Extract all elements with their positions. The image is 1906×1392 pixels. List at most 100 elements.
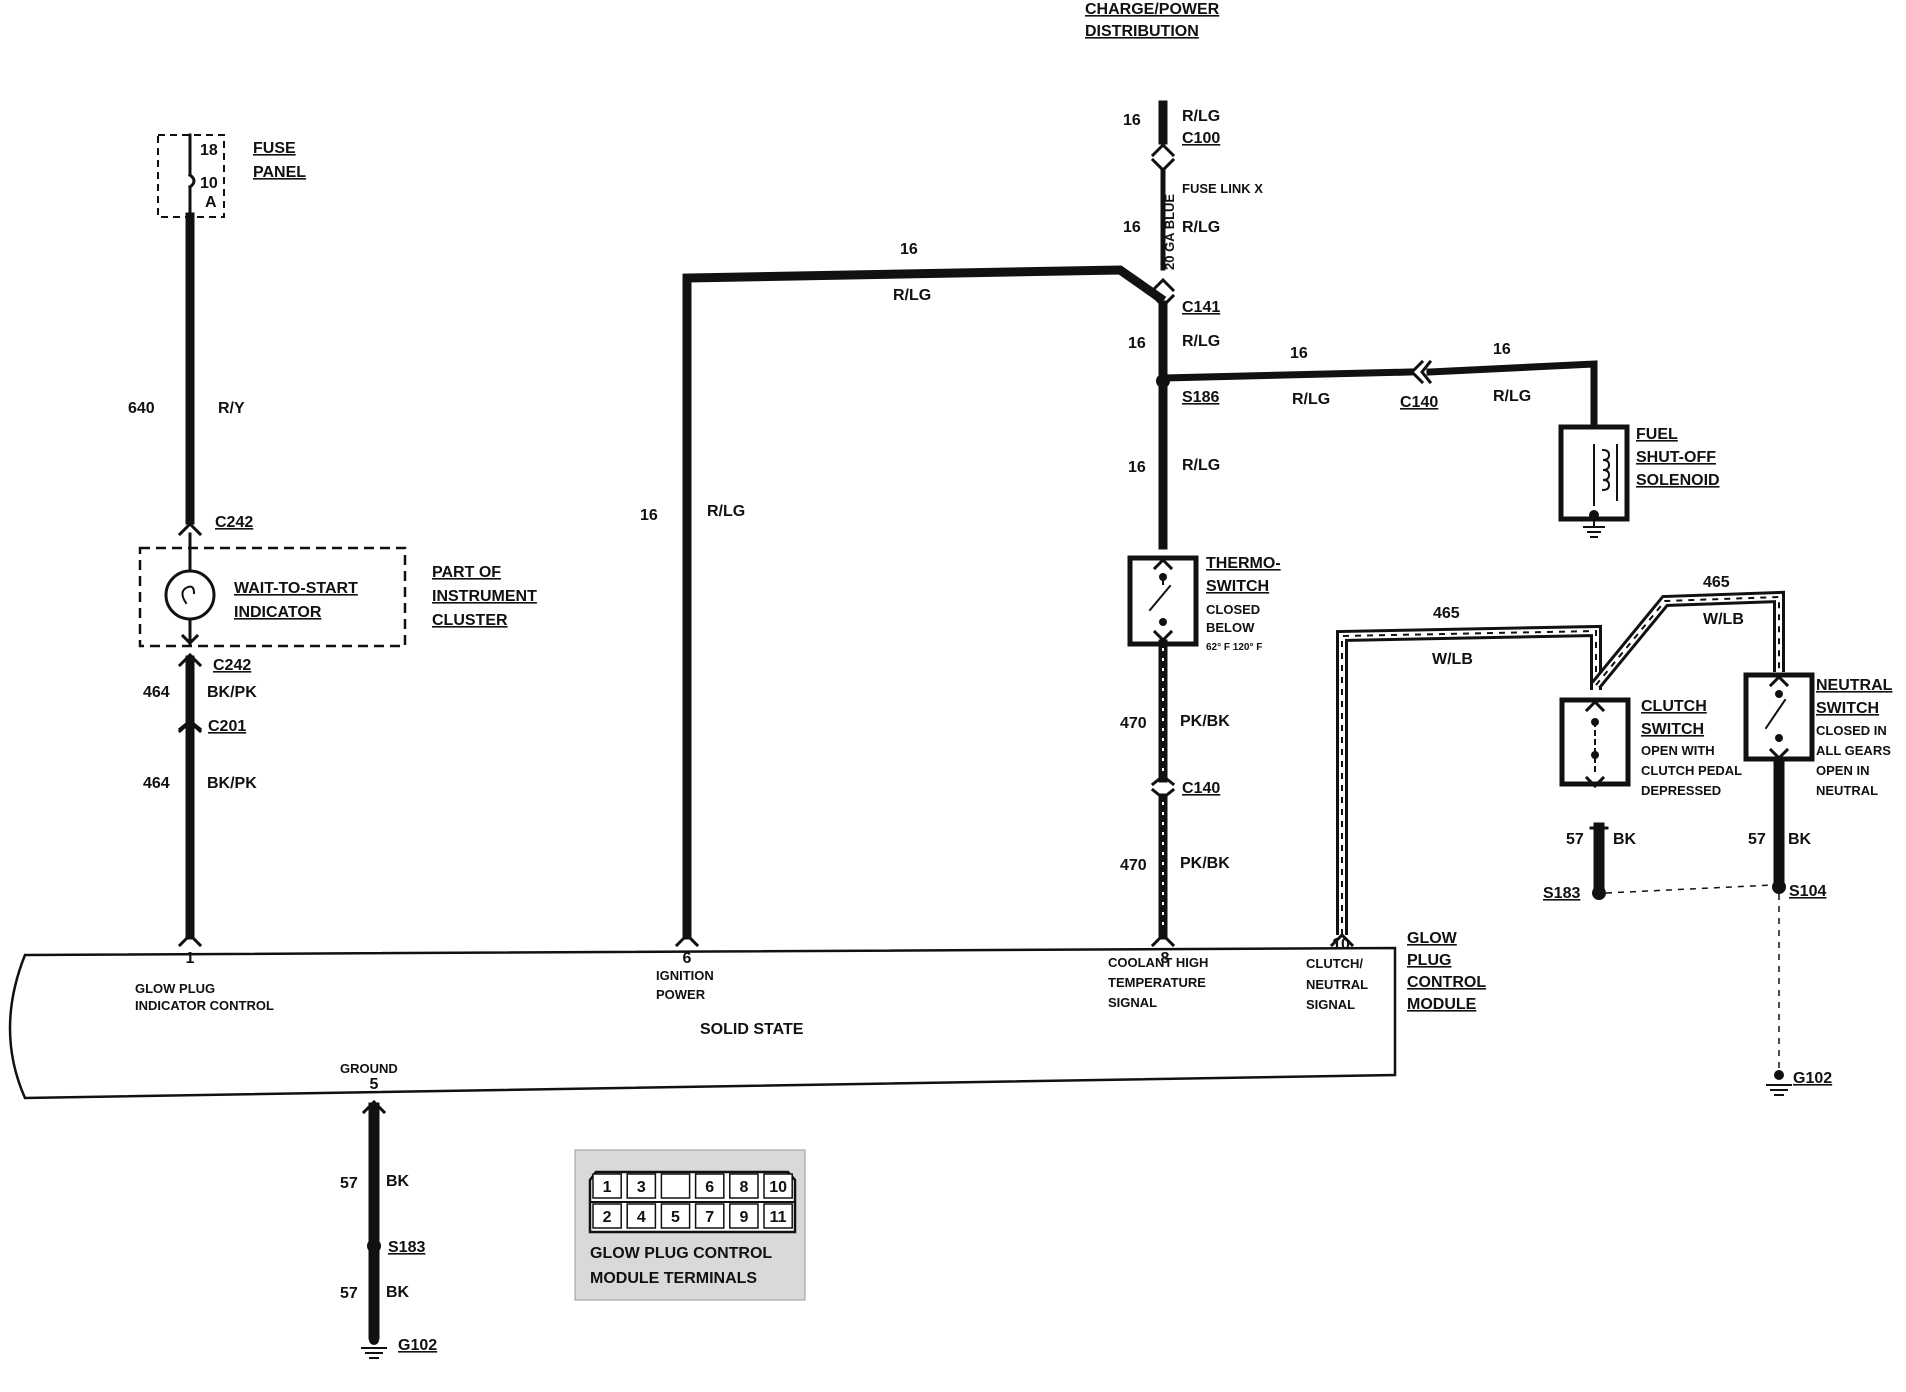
fuse-rating: 10	[200, 175, 218, 192]
t10-line2: NEUTRAL	[1306, 977, 1368, 992]
ignition-side-gauge: 16	[640, 507, 658, 524]
clutch-wire-gauge-right: 465	[1703, 574, 1730, 591]
indicator-bulb-icon	[164, 569, 216, 621]
splice-s186-label: S186	[1182, 389, 1219, 406]
module-name-line1: GLOW	[1407, 930, 1458, 947]
module-gnd-gauge-1: 57	[340, 1175, 358, 1192]
fuse-panel: 18 10 A FUSE PANEL	[157, 133, 306, 219]
splice-s104	[1772, 880, 1786, 894]
terminal-cell	[729, 1203, 759, 1229]
clutch-wire-gauge-left: 465	[1433, 605, 1460, 622]
t6-line2: POWER	[656, 987, 706, 1002]
fuse-unit: A	[205, 194, 217, 211]
clutch-label-line2: SWITCH	[1641, 721, 1704, 738]
indicator-label-line1: WAIT-TO-START	[234, 580, 358, 597]
main-gauge-3: 16	[1128, 335, 1146, 352]
cluster-label-line1: PART OF	[432, 564, 501, 581]
solenoid-gauge-a: 16	[1290, 345, 1308, 362]
terminal-1-connector	[177, 932, 203, 948]
main-color-2: R/LG	[1182, 219, 1220, 236]
indicator-label-line2: INDICATOR	[234, 604, 322, 621]
clutch-note1: OPEN WITH	[1641, 743, 1715, 758]
terminal-caption-line2: MODULE TERMINALS	[590, 1270, 757, 1287]
module-ground-label-g102: G102	[398, 1337, 437, 1354]
t1-number: 1	[186, 950, 195, 967]
terminal-number: 1	[603, 1179, 612, 1196]
t8-line1: COOLANT HIGH	[1108, 955, 1208, 970]
thermo-color-a: PK/BK	[1180, 713, 1230, 730]
wire-464-gauge-b: 464	[143, 775, 170, 792]
clutch-switch	[1559, 697, 1631, 789]
cluster-label-line3: CLUSTER	[432, 612, 508, 629]
switch-contact-icon	[1148, 584, 1172, 612]
connector-c242-bottom-label: C242	[213, 657, 251, 674]
module-center-label: SOLID STATE	[700, 1021, 804, 1038]
terminal-cell	[592, 1173, 622, 1199]
terminal-cell	[694, 1173, 725, 1199]
solenoid-color-b: R/LG	[1493, 388, 1531, 405]
clutch-wire-color-left: W/LB	[1432, 651, 1473, 668]
wire-464-color-b: BK/PK	[207, 775, 257, 792]
connector-c201-label: C201	[208, 718, 246, 735]
clutch-label-line1: CLUTCH	[1641, 698, 1707, 715]
fuse-link-gauge: 20 GA BLUE	[1162, 194, 1177, 270]
source-label-line1: CHARGE/POWER	[1085, 1, 1220, 18]
connector-c140-solenoid-label: C140	[1400, 394, 1438, 411]
module-gnd-color-1: BK	[386, 1173, 410, 1190]
source-label-line2: DISTRIBUTION	[1085, 23, 1199, 40]
fuse-icon	[187, 172, 196, 190]
connector-c242-top	[177, 521, 203, 537]
neutral-contact-icon	[1764, 698, 1787, 730]
terminal-cell	[660, 1203, 691, 1229]
module-splice-label: S183	[388, 1239, 425, 1256]
terminal-number: 9	[739, 1209, 748, 1226]
connector-c100	[1150, 142, 1176, 173]
wire-640-gauge: 640	[128, 400, 155, 417]
wire-464-color-a: BK/PK	[207, 684, 257, 701]
terminal-number: 3	[637, 1179, 646, 1196]
thermo-gauge-b: 470	[1120, 857, 1147, 874]
connector-c140-thermo-label: C140	[1182, 780, 1220, 797]
clutch-gnd-color: BK	[1613, 831, 1637, 848]
terminal-6-connector	[674, 932, 700, 948]
module-body	[8, 946, 1397, 1100]
wire-solenoid-b	[1426, 360, 1598, 431]
terminal-caption-line1: GLOW PLUG CONTROL	[590, 1245, 772, 1262]
neutral-note1: CLOSED IN	[1816, 723, 1887, 738]
wire-465-left	[1336, 624, 1602, 935]
ground-g102-icon	[1766, 1084, 1792, 1096]
terminal-cell	[763, 1173, 793, 1199]
splice-s183-clutch	[1592, 886, 1606, 900]
module-name-line4: MODULE	[1407, 996, 1477, 1013]
wire-ignition-power	[682, 265, 1167, 940]
terminal-cell	[660, 1173, 691, 1199]
main-gauge-2: 16	[1123, 219, 1141, 236]
t6-line1: IGNITION	[656, 968, 714, 983]
clutch-wire-color-right: W/LB	[1703, 611, 1744, 628]
module-gnd-gauge-2: 57	[340, 1285, 358, 1302]
clutch-note3: DEPRESSED	[1641, 783, 1721, 798]
thermo-label-line2: SWITCH	[1206, 578, 1269, 595]
ignition-side-color: R/LG	[707, 503, 745, 520]
wire-465-right	[1591, 590, 1785, 689]
t10-line3: SIGNAL	[1306, 997, 1355, 1012]
solenoid-label-line1: FUEL	[1636, 426, 1678, 443]
ignition-top-color: R/LG	[893, 287, 931, 304]
connector-c141-label: C141	[1182, 299, 1220, 316]
connector-c140-solenoid	[1409, 359, 1433, 385]
t6-number: 6	[683, 950, 692, 967]
solenoid-label-line3: SOLENOID	[1636, 472, 1720, 489]
solenoid-color-a: R/LG	[1292, 391, 1330, 408]
neutral-note3: OPEN IN	[1816, 763, 1869, 778]
terminal-cell	[626, 1203, 657, 1229]
wire-640-color: R/Y	[218, 400, 245, 417]
neutral-gnd-gauge: 57	[1748, 831, 1766, 848]
module-ground-icon	[361, 1347, 387, 1359]
terminal-number: 5	[671, 1209, 680, 1226]
ground-jumper	[1605, 884, 1774, 894]
solenoid-coil-icon	[1593, 444, 1611, 506]
thermo-gauge-a: 470	[1120, 715, 1147, 732]
terminal-cell	[626, 1173, 657, 1199]
thermo-label-line1: THERMO-	[1206, 555, 1281, 572]
main-color-3: R/LG	[1182, 333, 1220, 350]
